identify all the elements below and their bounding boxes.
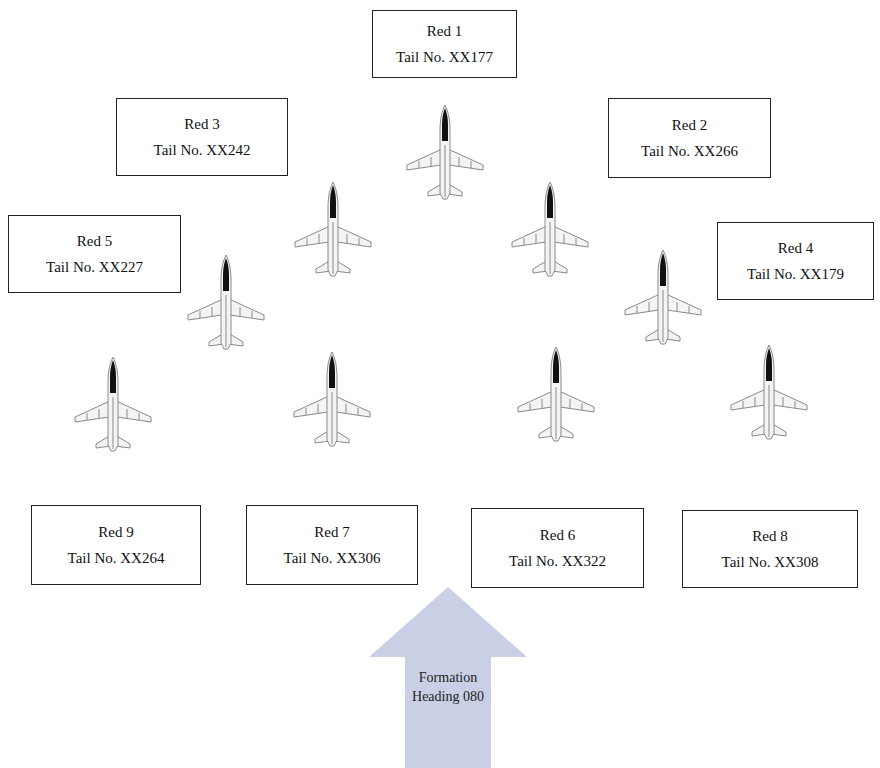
aircraft-label-box: Red 7Tail No. XX306 [246,505,418,585]
aircraft-label-box: Red 8Tail No. XX308 [682,510,858,588]
callsign: Red 5 [77,228,112,254]
aircraft-label-box: Red 4Tail No. XX179 [717,222,874,300]
aircraft [188,255,264,349]
aircraft [731,345,807,439]
callsign: Red 8 [752,523,787,549]
tail-number: Tail No. XX322 [509,548,606,574]
callsign: Red 6 [540,522,575,548]
heading-arrow: Formation Heading 080 [369,587,527,768]
aircraft [625,250,701,344]
aircraft [75,357,151,451]
tail-number: Tail No. XX306 [284,545,381,571]
callsign: Red 4 [778,235,813,261]
aircraft-label-box: Red 5Tail No. XX227 [8,215,181,293]
aircraft-label-box: Red 1Tail No. XX177 [372,10,517,78]
tail-number: Tail No. XX266 [641,138,738,164]
callsign: Red 2 [672,112,707,138]
aircraft-label-box: Red 3Tail No. XX242 [116,98,288,176]
aircraft [294,352,370,446]
aircraft-label-box: Red 2Tail No. XX266 [608,98,771,178]
tail-number: Tail No. XX177 [396,44,493,70]
aircraft [295,182,371,276]
tail-number: Tail No. XX264 [68,545,165,571]
callsign: Red 9 [98,519,133,545]
aircraft-label-box: Red 6Tail No. XX322 [471,508,644,588]
aircraft [518,347,594,441]
callsign: Red 1 [427,18,462,44]
callsign: Red 3 [184,111,219,137]
tail-number: Tail No. XX227 [46,254,143,280]
heading-label: Formation Heading 080 [401,669,495,707]
tail-number: Tail No. XX179 [747,261,844,287]
aircraft [407,105,483,199]
tail-number: Tail No. XX242 [154,137,251,163]
callsign: Red 7 [314,519,349,545]
aircraft [512,182,588,276]
arrow-outline [369,587,527,768]
aircraft-label-box: Red 9Tail No. XX264 [31,505,201,585]
tail-number: Tail No. XX308 [722,549,819,575]
